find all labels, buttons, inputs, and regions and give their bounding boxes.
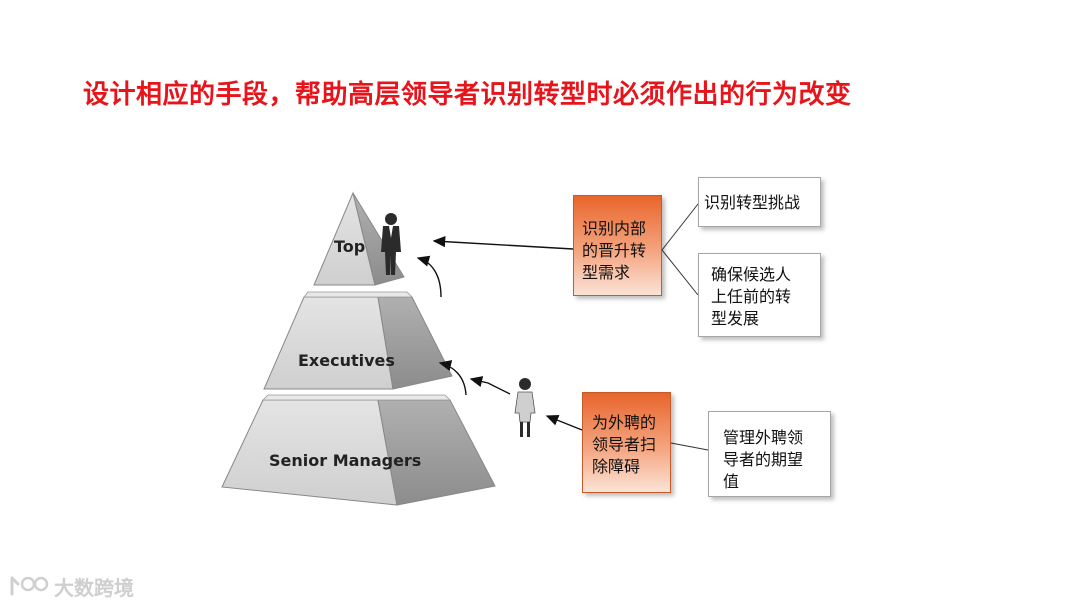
connector-box4-box5 — [670, 442, 709, 451]
box-text-line: 管理外聘领 — [723, 428, 804, 447]
watermark-text: 大数跨境 — [54, 575, 134, 600]
curved-arrow-top-icon — [416, 255, 442, 298]
box-text-line: 除障碍 — [592, 457, 641, 476]
box-manage-expectations: 管理外聘领 导者的期望 值 — [708, 411, 831, 497]
arrow-box1-to-top-icon — [432, 236, 574, 250]
tier-label-executives: Executives — [298, 351, 395, 370]
pyramid-tier-middle: Executives — [263, 291, 453, 390]
watermark-icon — [10, 576, 49, 596]
arrow-figure-to-pyramid-icon — [469, 376, 511, 395]
watermark-logo: 大数跨境 — [8, 570, 134, 602]
box-text-line: 识别转型挑战 — [704, 193, 801, 212]
box-ensure-development: 确保候选人 上任前的转 型发展 — [698, 253, 821, 337]
box-text-line: 的晋升转 — [582, 241, 647, 260]
box-identify-challenges: 识别转型挑战 — [698, 177, 821, 227]
tier-label-senior-managers: Senior Managers — [269, 451, 421, 470]
box-text-line: 导者的期望 — [723, 450, 804, 469]
box-text-line: 上任前的转 — [711, 287, 792, 306]
pyramid-tier-bottom: Senior Managers — [221, 394, 496, 506]
executive-figure-icon — [381, 213, 401, 275]
box-text-line: 型需求 — [582, 263, 631, 282]
box-text-line: 值 — [723, 472, 740, 491]
page-title: 设计相应的手段，帮助高层领导者识别转型时必须作出的行为改变 — [83, 80, 852, 110]
box-text-line: 型发展 — [711, 309, 760, 328]
box-internal-promotion-needs: 识别内部 的晋升转 型需求 — [573, 195, 662, 296]
box-external-hire-barriers: 为外聘的 领导者扫 除障碍 — [582, 392, 671, 493]
connector-box1-box2 — [661, 203, 699, 251]
box-text-line: 识别内部 — [582, 219, 647, 238]
curved-arrow-middle-icon — [438, 360, 467, 396]
tier-label-top: Top — [334, 237, 365, 256]
box-text-line: 领导者扫 — [592, 435, 657, 454]
connector-box1-box3 — [661, 249, 699, 296]
external-hire-figure-icon — [514, 378, 536, 437]
box-text-line: 确保候选人 — [711, 265, 792, 284]
box-text-line: 为外聘的 — [592, 413, 657, 432]
arrow-box4-to-figure-icon — [545, 414, 583, 431]
